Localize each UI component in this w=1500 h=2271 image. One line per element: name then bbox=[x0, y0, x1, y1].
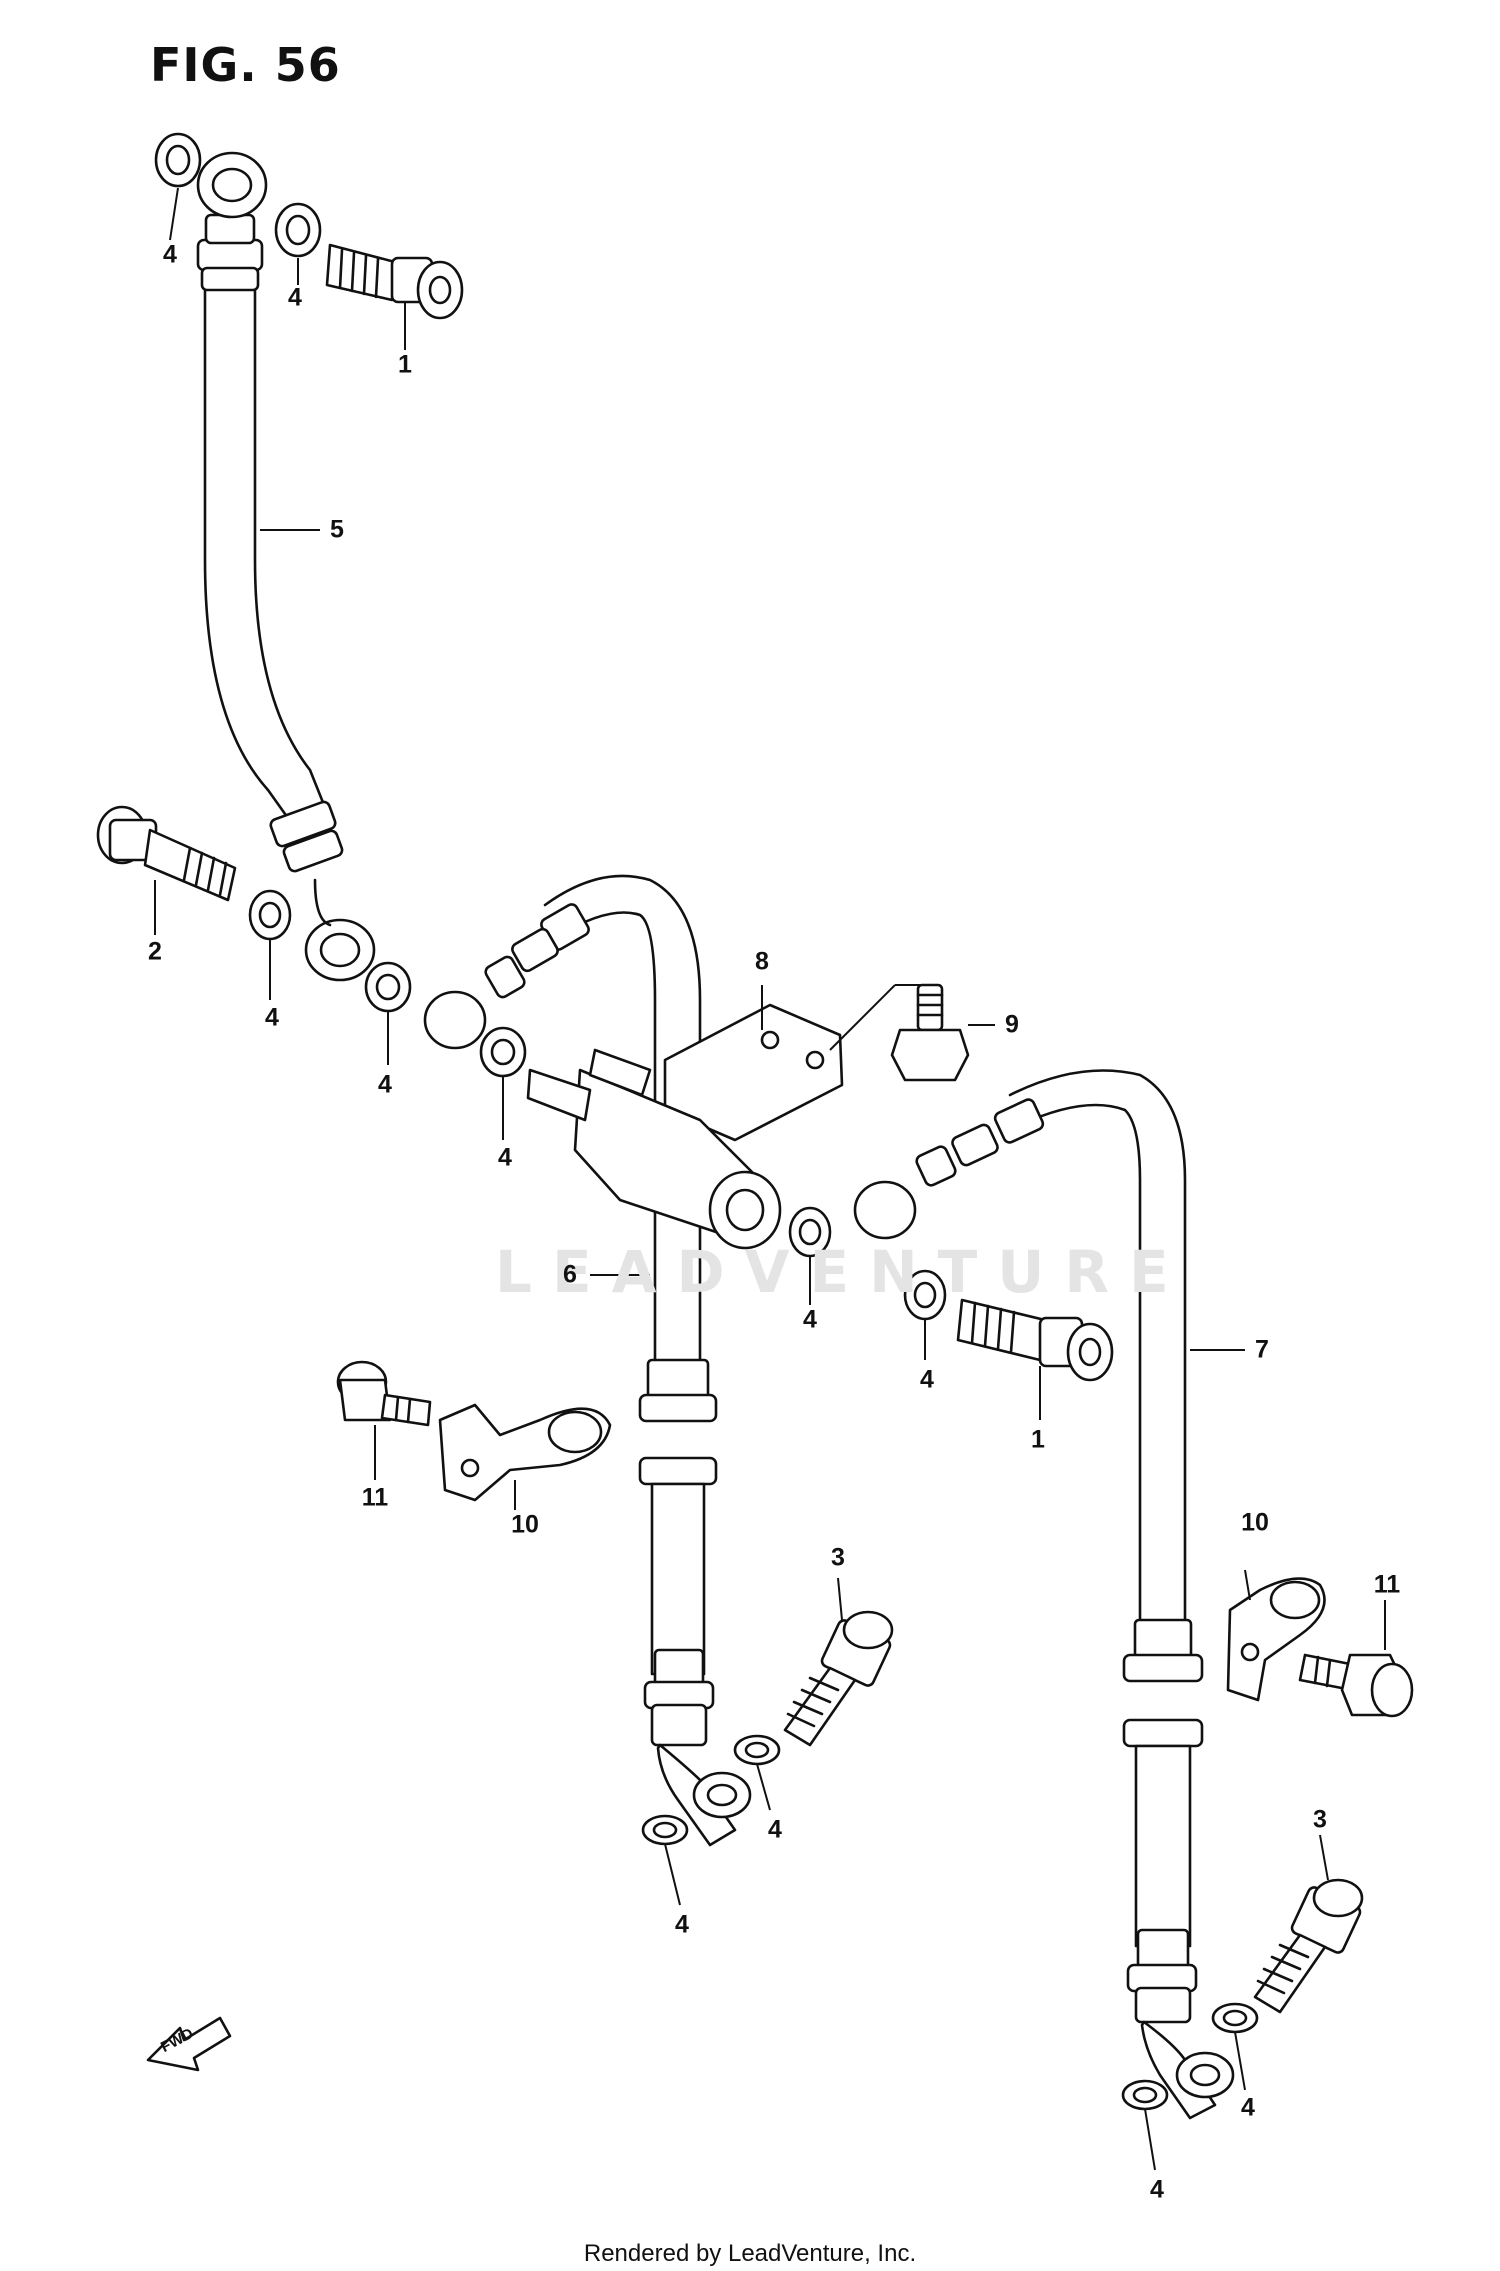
footer-credit: Rendered by LeadVenture, Inc. bbox=[583, 2240, 917, 2267]
callout-4: 4 bbox=[288, 283, 302, 312]
callout-1: 1 bbox=[1031, 1425, 1045, 1454]
fwd-arrow-icon bbox=[146, 2016, 232, 2072]
washer-group bbox=[154, 132, 1259, 2111]
callout-3: 3 bbox=[831, 1543, 845, 1572]
brake-hose-7 bbox=[853, 1069, 1235, 2120]
figure-title: FIG. 56 bbox=[150, 38, 341, 92]
callout-10: 10 bbox=[1241, 1508, 1269, 1537]
brake-hose-5 bbox=[196, 151, 376, 982]
brake-hose-6 bbox=[423, 874, 752, 1847]
callout-4: 4 bbox=[803, 1305, 817, 1334]
union-bolt-1-mid bbox=[956, 1298, 1114, 1382]
union-bolt-3-center bbox=[783, 1610, 894, 1747]
leader-lines bbox=[154, 187, 1386, 2171]
callout-4: 4 bbox=[265, 1003, 279, 1032]
watermark: LEADVENTURE bbox=[495, 1238, 1189, 1306]
callout-6: 6 bbox=[563, 1260, 577, 1289]
callout-2: 2 bbox=[148, 937, 162, 966]
callout-10: 10 bbox=[511, 1510, 539, 1539]
bolt-11-right bbox=[1298, 1653, 1414, 1718]
callout-8: 8 bbox=[755, 947, 769, 976]
callout-4: 4 bbox=[378, 1070, 392, 1099]
union-bolt-2 bbox=[96, 805, 237, 902]
clamp-10-right bbox=[1226, 1577, 1326, 1702]
callout-11: 11 bbox=[1373, 1570, 1401, 1599]
callout-4: 4 bbox=[1150, 2175, 1164, 2204]
callout-4: 4 bbox=[920, 1365, 934, 1394]
hose-joint-8 bbox=[526, 1003, 844, 1250]
callout-5: 5 bbox=[330, 515, 344, 544]
clamp-10-left bbox=[438, 1403, 612, 1502]
callout-11: 11 bbox=[361, 1483, 389, 1512]
callout-4: 4 bbox=[498, 1143, 512, 1172]
callout-3: 3 bbox=[1313, 1805, 1327, 1834]
callout-1: 1 bbox=[398, 350, 412, 379]
callout-4: 4 bbox=[163, 240, 177, 269]
bolt-9 bbox=[890, 983, 970, 1082]
callout-4: 4 bbox=[1241, 2093, 1255, 2122]
callout-7: 7 bbox=[1255, 1335, 1269, 1364]
bolt-11-left bbox=[336, 1360, 432, 1427]
callout-9: 9 bbox=[1005, 1010, 1019, 1039]
union-bolt-3-right bbox=[1253, 1878, 1364, 2014]
callout-4: 4 bbox=[675, 1910, 689, 1939]
callout-4: 4 bbox=[768, 1815, 782, 1844]
union-bolt-1-top bbox=[325, 243, 464, 320]
